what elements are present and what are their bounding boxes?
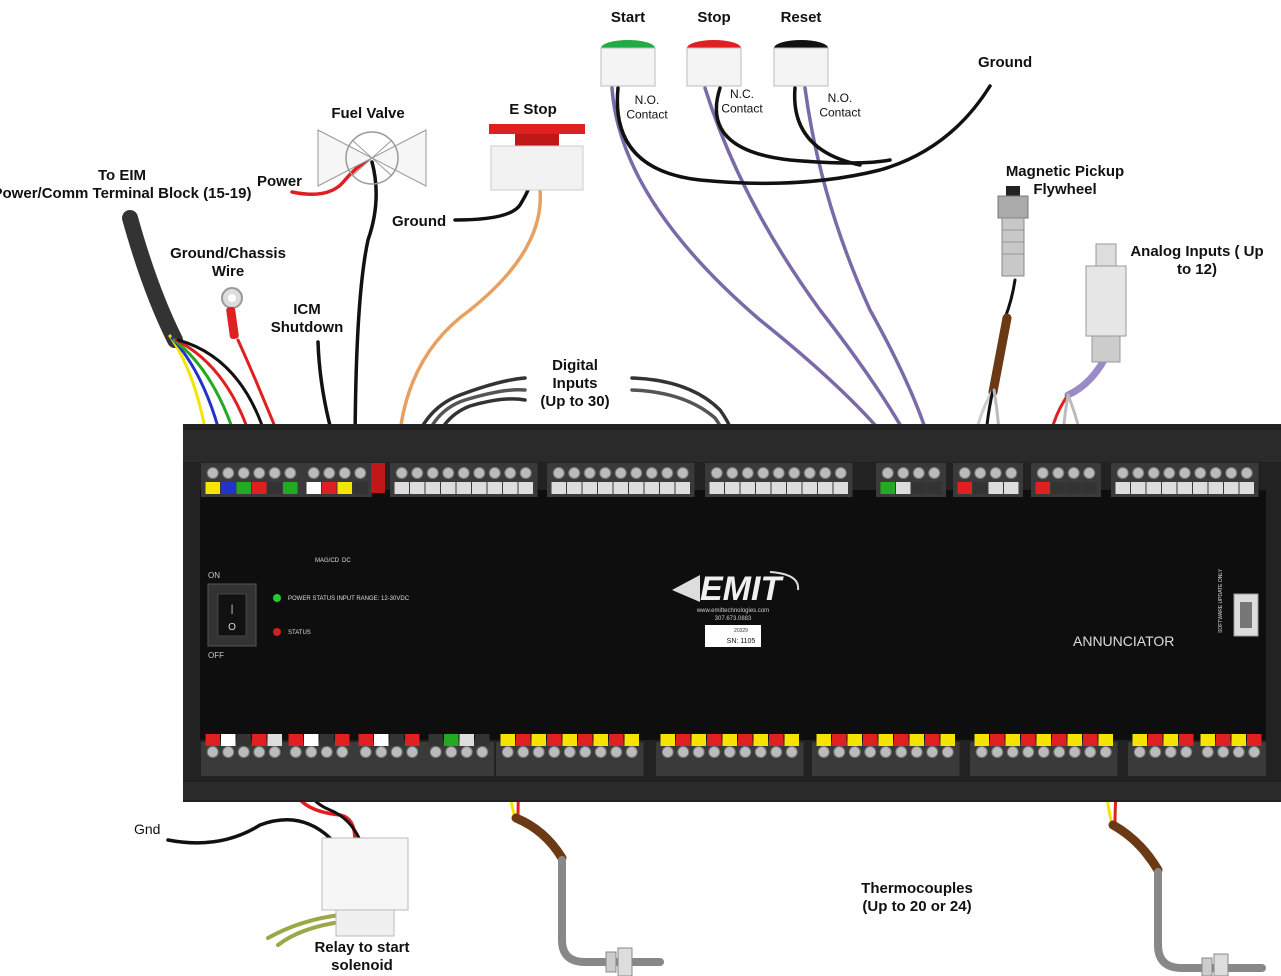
relay-box — [321, 837, 409, 937]
wire-estop-ground — [453, 188, 530, 222]
dc-label: DC — [342, 558, 351, 564]
eim-cable — [122, 210, 183, 348]
wire-mag-brown — [988, 313, 1012, 397]
bottom-terminal-blocks — [201, 734, 1266, 776]
wire-button-ground — [615, 84, 992, 186]
stop-label: Stop — [697, 9, 730, 26]
gnd-label: Gnd — [134, 821, 160, 837]
tc-right-fitting — [1201, 953, 1229, 976]
reset-label: Reset — [781, 9, 822, 26]
switch-off-label: OFF — [208, 651, 224, 660]
analog-sensor — [1085, 243, 1127, 363]
fuel-valve-label: Fuel Valve — [331, 105, 404, 122]
fuel-valve — [317, 129, 427, 187]
can-term-switch[interactable] — [371, 463, 385, 493]
tc-right-brown — [1108, 820, 1163, 875]
reset-button — [773, 40, 829, 87]
wire-stop-purple — [703, 86, 920, 460]
power-label: Power — [257, 173, 302, 190]
estop-switch — [489, 124, 585, 191]
no-contact-label-1: N.O.Contact — [626, 93, 668, 121]
phone-text: 307.673.0883 — [715, 616, 752, 622]
part-number: 20329 — [734, 628, 748, 634]
wire-relay-green2 — [276, 920, 342, 947]
start-button — [600, 40, 656, 87]
wire-analog-purple — [1064, 356, 1108, 399]
chassis-ring-terminal — [221, 287, 243, 340]
magnetic-pickup-sensor — [997, 186, 1029, 277]
nc-contact-label: N.C.Contact — [721, 87, 763, 115]
svg-text:O: O — [228, 622, 236, 633]
ground-top-label: Ground — [978, 54, 1032, 71]
svg-text:EMIT: EMIT — [700, 570, 784, 608]
emit-logo: EMIT — [672, 570, 800, 608]
status-led-icon — [273, 628, 281, 636]
wire-stop-ground — [714, 86, 892, 165]
usb-port[interactable] — [1233, 593, 1259, 637]
tc-left-brown — [511, 813, 567, 863]
wire-gnd — [166, 818, 332, 845]
wire-mag-black — [1003, 278, 1017, 320]
wire-reset-ground — [792, 86, 862, 167]
tc-right-probe — [1154, 868, 1266, 972]
no-contact-label-2: N.O.Contact — [819, 91, 861, 119]
status-label: STATUS — [288, 630, 311, 636]
wire-estop-orange — [396, 188, 543, 462]
power-led-icon — [273, 594, 281, 602]
wire-reset-purple — [803, 86, 936, 460]
wire-valve-black — [353, 160, 378, 462]
wire-relay-green1 — [266, 913, 342, 940]
power-switch[interactable]: | O — [207, 583, 257, 647]
ground-estop-label: Ground — [392, 213, 446, 230]
thermocouples-label: Thermocouples(Up to 20 or 24) — [861, 880, 973, 915]
stop-button — [686, 40, 742, 87]
estop-label: E Stop — [509, 101, 557, 118]
usb-note: SOFTWARE UPDATE ONLY — [1218, 568, 1224, 633]
tc-left-probe — [558, 856, 664, 966]
power-status-label: POWER STATUS INPUT RANGE: 12-30VDC — [288, 596, 410, 602]
wire-start-purple — [610, 86, 904, 460]
tc-left-fitting — [605, 947, 633, 976]
website-text: www.emittechnologies.com — [696, 608, 769, 614]
serial-sticker — [705, 625, 761, 647]
top-terminal-blocks — [201, 463, 1259, 497]
annunciator-name: ANNUNCIATOR — [1073, 633, 1174, 649]
mag-cd-label: MAG/CD — [315, 558, 340, 564]
switch-on-label: ON — [208, 571, 220, 580]
wire-power-red — [290, 158, 370, 196]
start-label: Start — [611, 9, 645, 26]
svg-text:|: | — [231, 604, 234, 615]
serial-number: SN: 1105 — [727, 638, 756, 645]
